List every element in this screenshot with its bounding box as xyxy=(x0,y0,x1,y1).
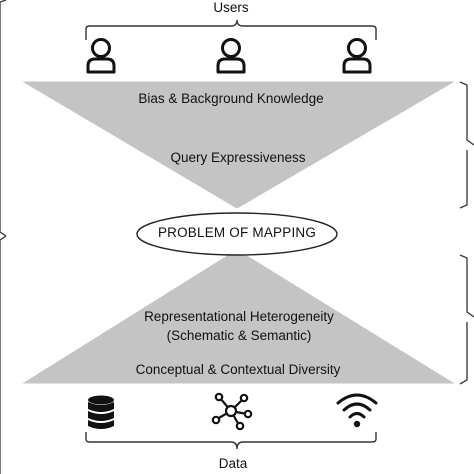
database-icon xyxy=(88,395,114,429)
mapping-ellipse xyxy=(136,212,338,256)
upper-triangle xyxy=(22,81,455,209)
right-bracket-lower xyxy=(459,254,474,385)
query-expressiveness-label: Query Expressiveness xyxy=(170,150,306,165)
left-bracket-lower xyxy=(0,235,7,474)
bias-background-label: Bias & Background Knowledge xyxy=(138,91,324,106)
left-bracket-upper xyxy=(0,0,7,237)
schematic-semantic-label: (Schematic & Semantic) xyxy=(166,328,312,343)
user-icon xyxy=(342,38,372,74)
data-label: Data xyxy=(218,456,248,471)
users-brace xyxy=(85,19,377,40)
lower-triangle xyxy=(22,249,455,384)
right-bracket-upper xyxy=(459,81,474,209)
network-icon xyxy=(211,392,253,431)
data-brace xyxy=(85,432,377,450)
user-icon xyxy=(86,38,116,74)
wireless-icon xyxy=(336,393,378,428)
users-label: Users xyxy=(213,0,249,15)
representational-heterogeneity-label: Representational Heterogeneity xyxy=(144,309,334,324)
problem-of-mapping-label: PROBLEM OF MAPPING xyxy=(157,225,317,240)
conceptual-contextual-label: Conceptual & Contextual Diversity xyxy=(135,362,341,377)
user-icon xyxy=(216,38,246,74)
